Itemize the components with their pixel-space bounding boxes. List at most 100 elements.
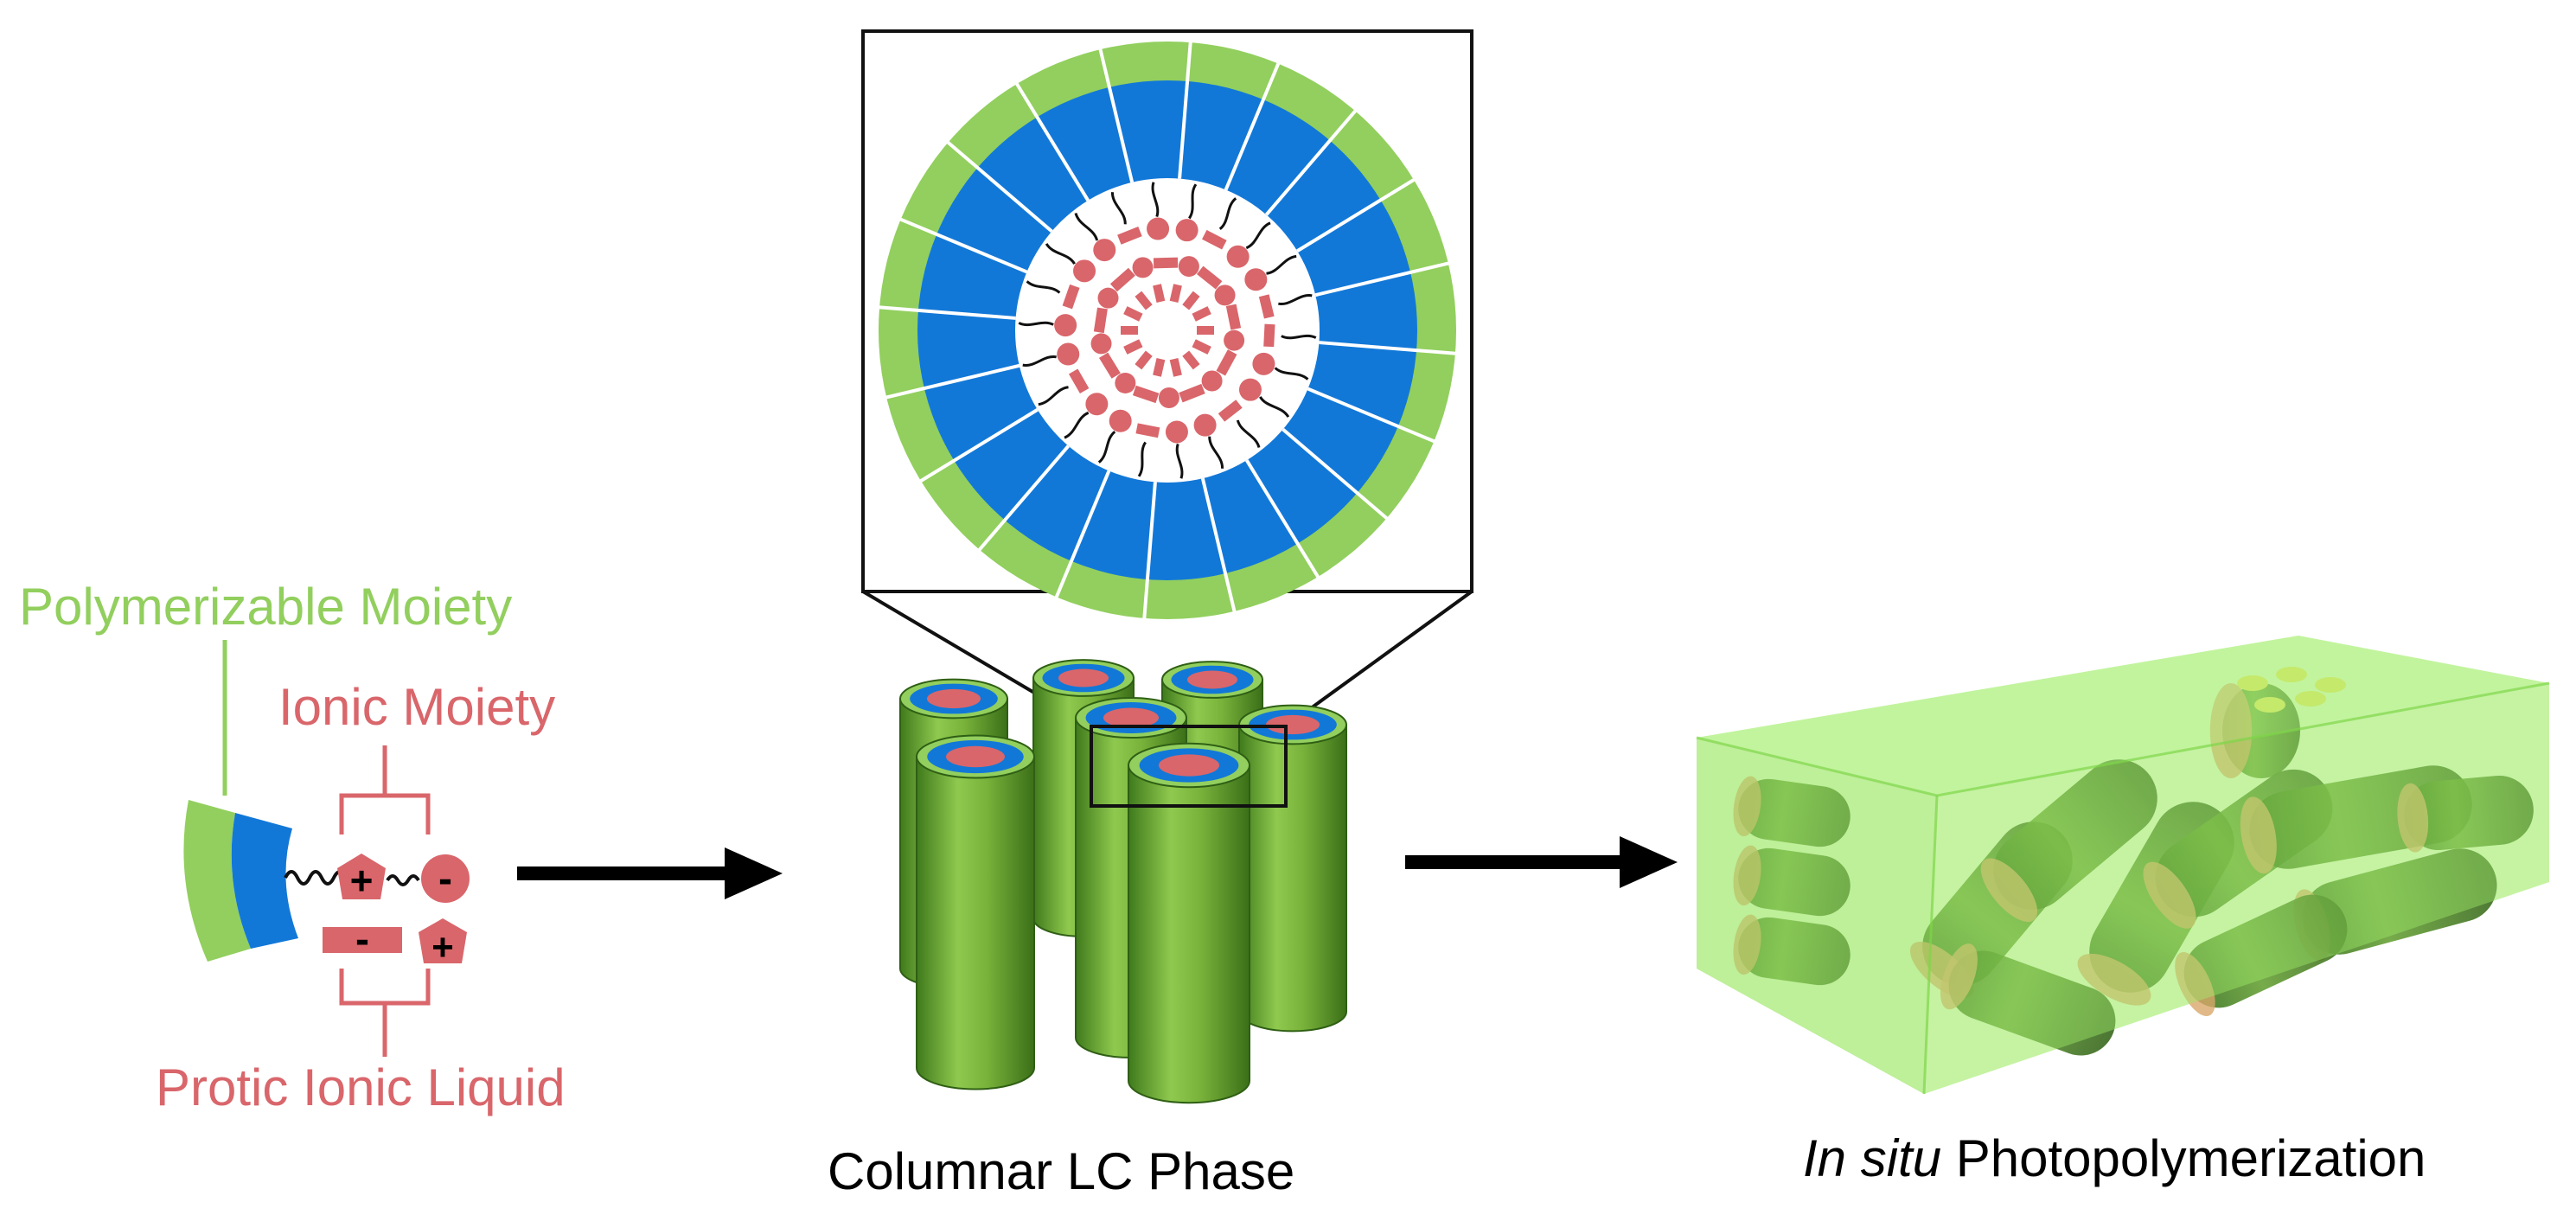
core-anion [1068, 368, 1090, 394]
in-situ-photopolymerization-label: In situ Photopolymerization [1803, 1129, 2426, 1187]
core-cation [1224, 329, 1245, 351]
polymer-film [1696, 636, 2550, 1095]
alkyl-chain [1187, 183, 1198, 220]
arrow-photopolymerization [1405, 836, 1678, 888]
alkyl-chain [1245, 221, 1271, 250]
embedded-column-end [2077, 953, 2151, 1006]
film-front-edge [1922, 795, 1939, 1095]
embedded-column-body [2183, 894, 2348, 1008]
alkyl-chain [1236, 419, 1261, 448]
core-anion [1135, 350, 1153, 370]
core-cation [1109, 409, 1132, 432]
lc-column [1128, 742, 1250, 1104]
alkyl-chain [1064, 411, 1090, 439]
pil-minus-sign: - [355, 917, 369, 962]
alkyl-chain [1018, 321, 1054, 327]
alkyl-chain [1266, 254, 1297, 275]
core-anion [1117, 226, 1142, 245]
embedded-column-body [2404, 775, 2534, 851]
columnar-lc-phase-label: Columnar LC Phase [828, 1142, 1294, 1200]
alkyl-chain [1074, 213, 1099, 241]
alkyl-chain [1137, 441, 1147, 477]
protic-ionic-liquid-label: Protic Ionic Liquid [156, 1058, 566, 1116]
anion-circle [421, 854, 470, 903]
core-anion [1216, 349, 1237, 376]
molecule-schematic: Polymerizable Moiety Ionic Moiety + - - … [19, 578, 566, 1116]
ring-dividers [877, 40, 1458, 621]
linker-chain [386, 874, 420, 886]
core-cation [1158, 387, 1179, 408]
core-cation [1147, 217, 1170, 240]
anion-minus-sign: - [438, 856, 452, 902]
ionic-moiety-label: Ionic Moiety [278, 678, 555, 736]
alkyl-chain [1045, 243, 1076, 265]
alkyl-chain [1110, 192, 1127, 225]
core-anion [1123, 306, 1143, 322]
core-anion [1169, 358, 1182, 377]
ring-divider [945, 139, 1053, 233]
alkyl-chain [1278, 294, 1313, 305]
alkyl-chain [1218, 197, 1237, 230]
alkyl-chain [1026, 280, 1061, 294]
ring-divider [1178, 40, 1192, 179]
cation-plus-sign: + [350, 858, 374, 903]
core-anion [1109, 267, 1135, 292]
ring-divider [1224, 61, 1281, 191]
core-anion [1263, 323, 1275, 348]
embedded-column [1980, 759, 2157, 923]
core-cation [1201, 370, 1223, 392]
embedded-column [2175, 894, 2348, 1017]
core-cation [1178, 256, 1199, 278]
embedded-column-end [2143, 861, 2196, 929]
cation-pentagon [337, 854, 386, 899]
film-front-face [1697, 738, 1937, 1094]
core-anion [1135, 423, 1160, 438]
ring-divider [884, 363, 1020, 400]
core-anion [1225, 304, 1242, 330]
column-body [1238, 724, 1347, 1033]
core-cation [1097, 287, 1119, 309]
alkyl-chain [1097, 431, 1116, 464]
embedded-column-body [1993, 759, 2157, 910]
core-anion [1153, 358, 1166, 377]
column-top-core [1159, 754, 1219, 777]
column-body [1128, 764, 1250, 1104]
core-cation [1057, 342, 1080, 366]
core-anion [1202, 229, 1227, 250]
pil-anion-bar [323, 927, 402, 953]
core-anion [1197, 326, 1214, 335]
lc-column [1238, 704, 1347, 1033]
core-cation [1054, 314, 1077, 337]
core-anion [1132, 385, 1160, 404]
alkyl-chain [1274, 367, 1309, 380]
core-cation [1073, 259, 1096, 283]
ring-divider [877, 305, 1016, 320]
arrow-self-assembly [517, 847, 783, 899]
core-anion [1182, 350, 1200, 370]
core-anion [1121, 326, 1138, 335]
in-situ-space [1941, 1129, 1956, 1187]
column-cross-section-inset [861, 29, 1473, 728]
pil-plus-sign: + [431, 926, 454, 969]
photopolymerization-text: Photopolymerization [1956, 1129, 2426, 1187]
embedded-column-end [2175, 952, 2215, 1017]
column-top-core [927, 688, 981, 709]
protic-bracket [339, 969, 431, 1006]
in-situ-italic: In situ [1803, 1129, 1941, 1187]
alkyl-chain [1022, 355, 1057, 367]
embedded-column-end [1980, 858, 2038, 923]
ring-divider [1319, 341, 1458, 355]
column-top-core [1103, 707, 1159, 728]
ring-divider [976, 444, 1071, 553]
ring-divider [1054, 470, 1111, 600]
ionic-wedge-blue [231, 813, 298, 949]
ring-divider [898, 217, 1028, 274]
core-cation [1244, 268, 1268, 291]
polymerizable-moiety-label: Polymerizable Moiety [19, 578, 512, 636]
core-anion [1182, 291, 1200, 310]
core-anion [1218, 400, 1243, 422]
core-anion [1196, 265, 1223, 290]
core-anion [1169, 284, 1182, 303]
core-anion [1153, 257, 1179, 269]
